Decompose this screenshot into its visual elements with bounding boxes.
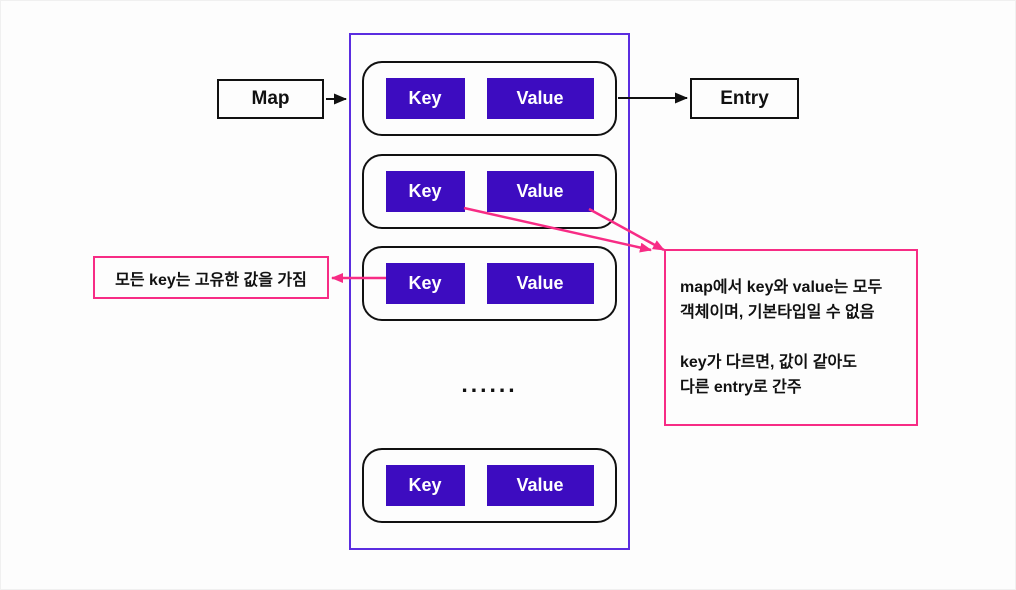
ellipsis-dots: ...... [461,371,518,397]
entry-node: Entry [690,78,799,119]
key-box: Key [385,78,465,119]
key-box: Key [385,263,465,304]
value-box: Value [486,78,594,119]
map-container-outline [349,33,630,550]
map-node: Map [217,79,324,119]
key-box: Key [385,171,465,212]
note-line: key가 다르면, 값이 같아도 [680,354,857,371]
note-line: 객체이며, 기본타입일 수 없음 [680,304,875,321]
entry-row: Key Value [362,154,617,229]
note-paragraph: key가 다르면, 값이 같아도 다른 entry로 간주 [680,350,906,400]
value-box: Value [486,465,594,506]
note-line: map에서 key와 value는 모두 [680,279,883,296]
entry-row: Key Value [362,246,617,321]
value-box: Value [486,263,594,304]
value-box: Value [486,171,594,212]
entry-row: Key Value [362,61,617,136]
unique-key-note: 모든 key는 고유한 값을 가짐 [93,256,329,299]
note-paragraph: map에서 key와 value는 모두 객체이며, 기본타입일 수 없음 [680,275,906,325]
key-box: Key [385,465,465,506]
entry-row: Key Value [362,448,617,523]
note-line: 다른 entry로 간주 [680,379,802,396]
map-rules-note: map에서 key와 value는 모두 객체이며, 기본타입일 수 없음 ke… [664,249,918,426]
